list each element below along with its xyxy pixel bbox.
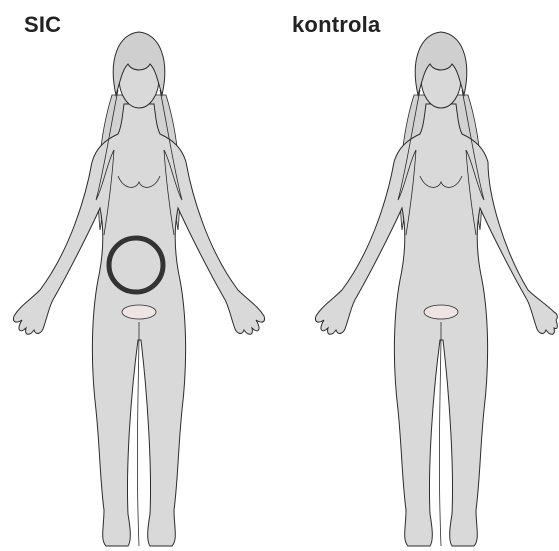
body-silhouette xyxy=(315,104,557,546)
female-body-outline xyxy=(13,32,264,546)
genital-area xyxy=(122,305,156,319)
panel-sic: SIC xyxy=(0,0,279,551)
leg-separation xyxy=(137,322,139,546)
female-body-outline xyxy=(315,32,557,546)
panel-kontrola: kontrola xyxy=(280,0,559,551)
leg-separation xyxy=(439,322,441,546)
genital-area xyxy=(424,305,458,319)
body-figure-sic xyxy=(0,0,279,551)
body-figure-kontrola xyxy=(280,0,559,551)
